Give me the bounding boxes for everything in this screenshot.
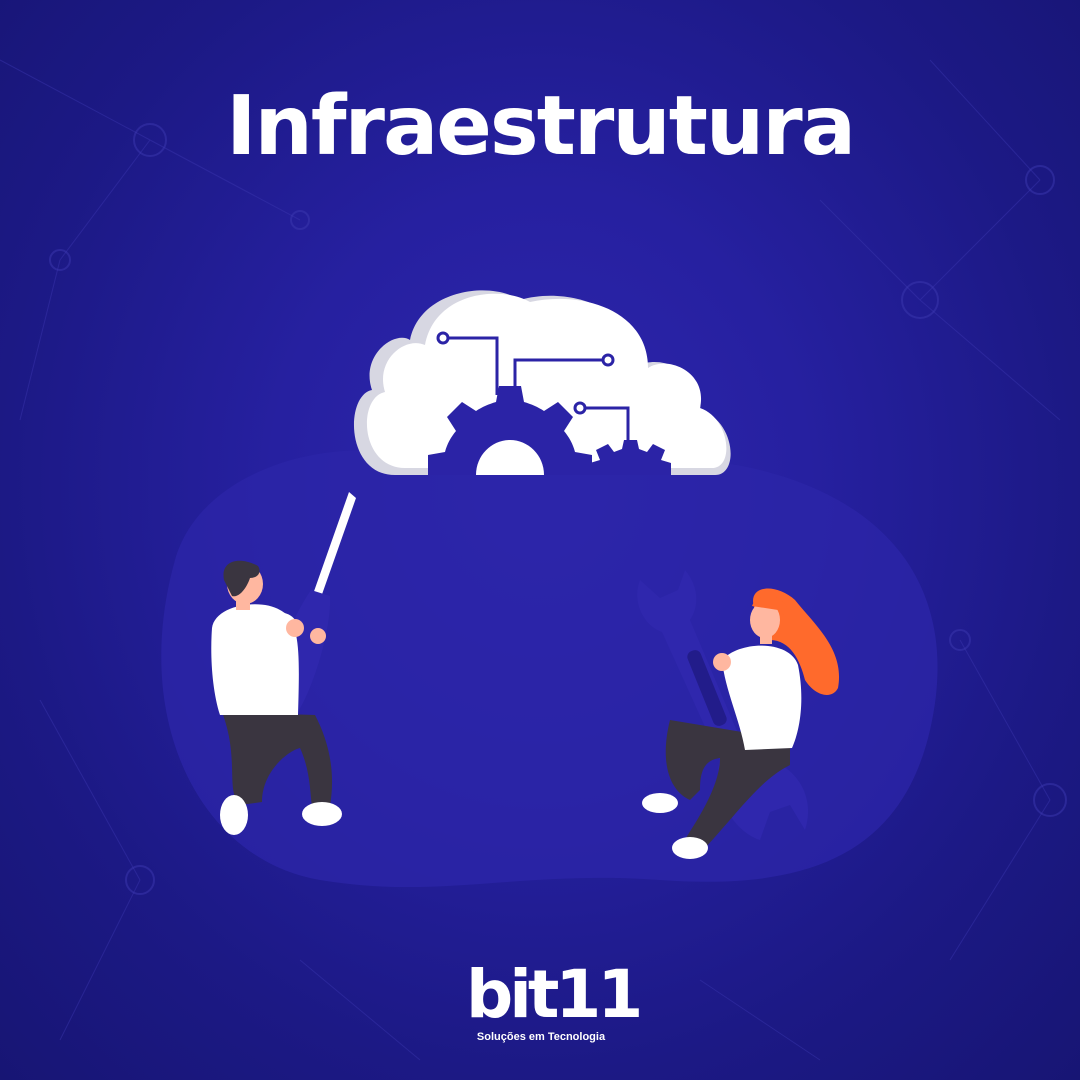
brand-logo: bit11 Soluções em Tecnologia xyxy=(466,956,643,1052)
page-title: Infraestrutura xyxy=(225,79,856,174)
brand-name: bit11 xyxy=(466,956,643,1033)
circuit-icon xyxy=(436,331,630,448)
brand-tagline: Soluções em Tecnologia xyxy=(476,1031,606,1043)
gear-icon xyxy=(428,386,671,475)
